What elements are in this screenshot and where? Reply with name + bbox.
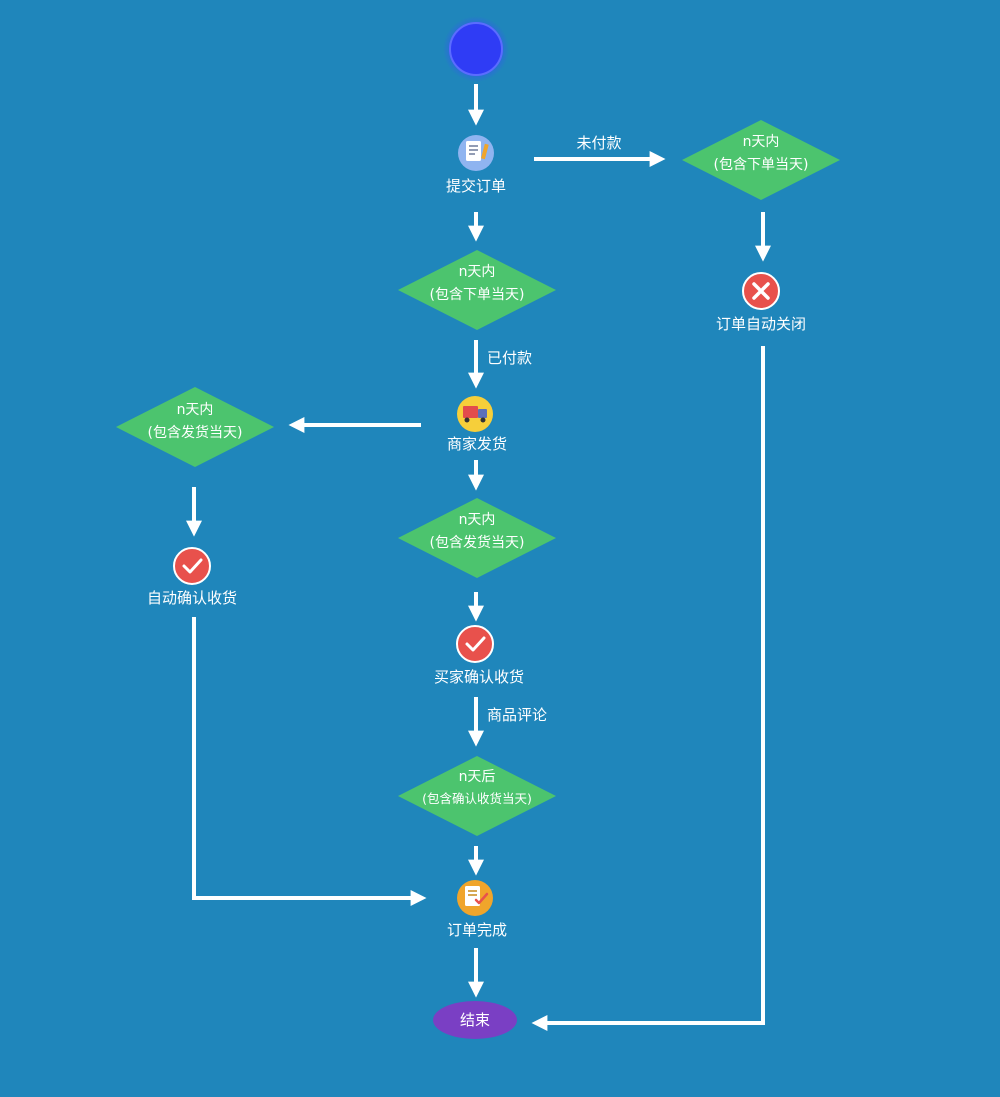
decision-ship-center-line2: (包含发货当天)	[430, 534, 525, 551]
submit-order-node: 提交订单	[446, 135, 506, 195]
merchant-ship-node: 商家发货	[447, 396, 507, 453]
edge-close-to-end	[531, 346, 765, 1031]
auto-confirm-label: 自动确认收货	[147, 589, 237, 607]
decision-paid-line2: (包含下单当天)	[430, 287, 525, 303]
decision-ship-center-diamond	[398, 498, 556, 578]
end-node: 结束	[433, 1001, 517, 1039]
decision-ship-left-line2: (包含发货当天)	[148, 424, 243, 441]
decision-unpaid-diamond	[682, 120, 840, 200]
close-x-icon	[742, 272, 780, 310]
order-complete-label: 订单完成	[447, 921, 507, 939]
decision-ship-left-diamond	[116, 387, 274, 467]
decision-review-diamond	[398, 756, 556, 836]
decision-ship-center: n天内 (包含发货当天)	[398, 498, 556, 578]
auto-close-node: 订单自动关闭	[716, 272, 806, 333]
decision-paid-diamond	[398, 250, 556, 330]
decision-review: n天后 (包含确认收货当天)	[398, 756, 556, 836]
buyer-confirm-node: 买家确认收货	[434, 625, 524, 686]
submit-order-label: 提交订单	[446, 177, 506, 195]
decision-ship-left: n天内 (包含发货当天)	[116, 387, 274, 467]
edge-label-unpaid: 未付款	[576, 134, 621, 152]
check-icon	[456, 625, 494, 663]
start-node	[443, 16, 509, 82]
auto-close-label: 订单自动关闭	[716, 315, 806, 333]
decision-paid: n天内 (包含下单当天)	[398, 250, 556, 330]
document-pencil-icon	[458, 135, 494, 171]
document-check-icon	[457, 880, 493, 916]
order-complete-node: 订单完成	[447, 880, 507, 939]
decision-ship-left-line1: n天内	[177, 402, 214, 418]
edges	[186, 84, 771, 1031]
delivery-truck-icon	[457, 396, 493, 432]
decision-review-line2: (包含确认收货当天)	[422, 791, 532, 806]
end-label: 结束	[460, 1011, 490, 1029]
decision-review-line1: n天后	[459, 769, 496, 785]
decision-unpaid: n天内 (包含下单当天)	[682, 120, 840, 200]
end-ellipse	[433, 1001, 517, 1039]
decision-ship-center-line1: n天内	[459, 512, 496, 528]
decision-unpaid-line1: n天内	[743, 134, 780, 150]
edge-auto-confirm-to-complete	[192, 617, 427, 906]
edge-label-review: 商品评论	[487, 706, 547, 724]
buyer-confirm-label: 买家确认收货	[434, 668, 524, 686]
merchant-ship-label: 商家发货	[447, 435, 507, 453]
auto-confirm-node: 自动确认收货	[147, 547, 237, 607]
decision-paid-line1: n天内	[459, 264, 496, 280]
edge-label-paid: 已付款	[487, 349, 532, 367]
check-icon	[173, 547, 211, 585]
start-circle	[449, 22, 503, 76]
decision-unpaid-line2: (包含下单当天)	[714, 157, 809, 173]
